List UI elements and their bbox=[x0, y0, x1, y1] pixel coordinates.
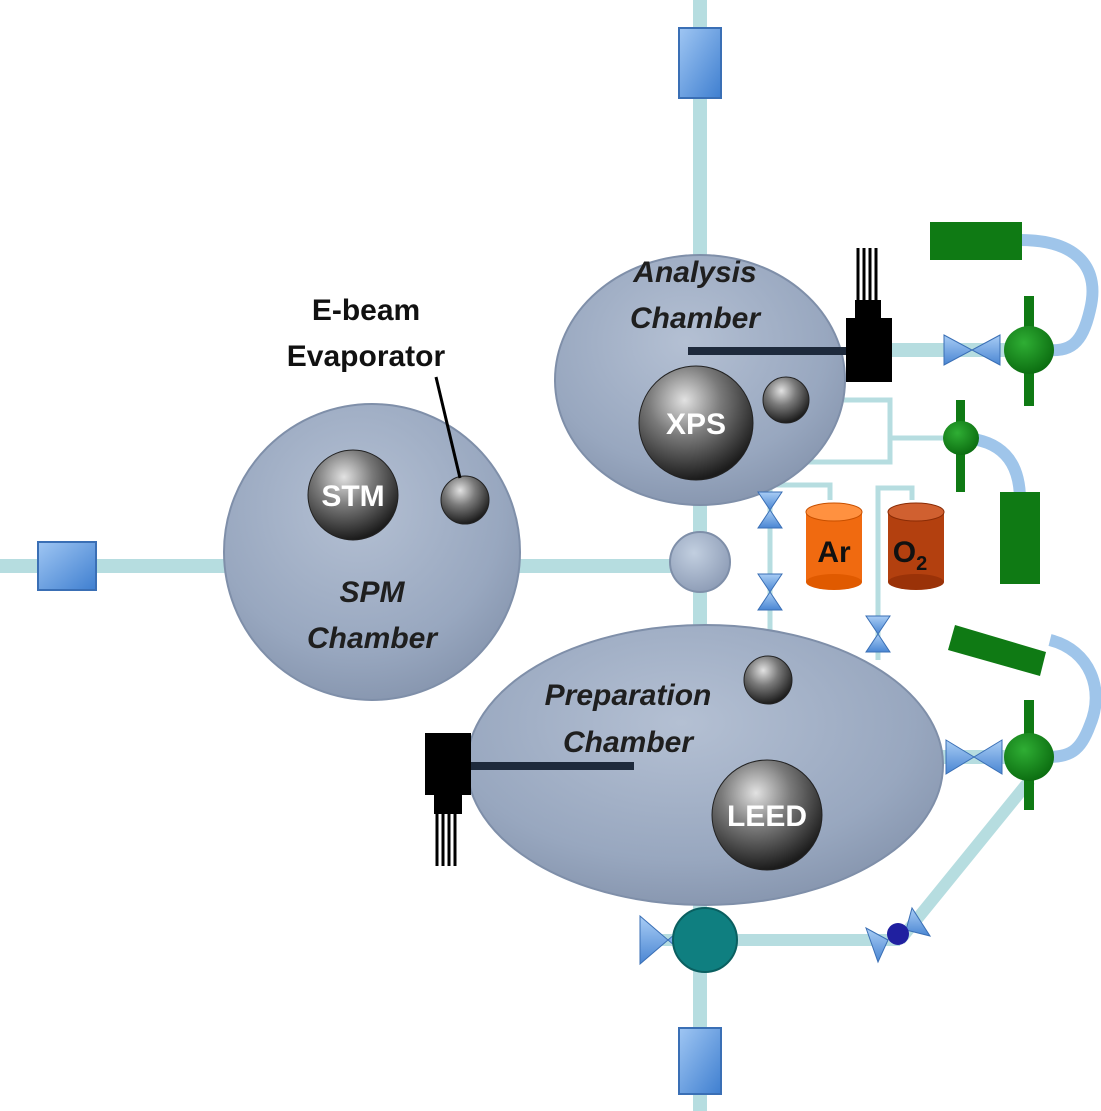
pump-lower-right bbox=[948, 625, 1054, 810]
leed-sphere bbox=[711, 759, 823, 871]
oxygen-cylinder bbox=[887, 502, 945, 590]
oxygen-label-sub: 2 bbox=[916, 553, 927, 575]
stm-sphere bbox=[307, 449, 399, 541]
argon-cylinder bbox=[805, 502, 863, 590]
gas-valve-1[interactable] bbox=[757, 491, 783, 529]
leed-label: LEED bbox=[727, 800, 807, 833]
pump-mid-right bbox=[943, 400, 1040, 584]
evaporator-callout-line bbox=[434, 376, 462, 479]
flange-bottom bbox=[678, 1027, 722, 1095]
analysis-label-line2: Chamber bbox=[630, 302, 762, 335]
valve-bottom-right[interactable] bbox=[865, 906, 932, 964]
analysis-manipulator bbox=[688, 248, 892, 382]
preparation-port-sphere bbox=[743, 655, 793, 705]
oxygen-label-base: O bbox=[893, 536, 916, 569]
callout-label-line2: Evaporator bbox=[287, 340, 446, 373]
spm-label-line1: SPM bbox=[339, 576, 405, 609]
preparation-label-line2: Chamber bbox=[563, 726, 695, 759]
spm-chamber bbox=[223, 403, 521, 701]
valve-preparation-right[interactable] bbox=[945, 739, 1003, 775]
flange-left bbox=[37, 541, 97, 591]
evaporator-sphere bbox=[440, 475, 490, 525]
callout-label-line1: E-beam bbox=[312, 294, 420, 327]
hose-lower-right bbox=[1044, 634, 1101, 763]
gas-valve-3[interactable] bbox=[865, 615, 891, 653]
spm-label-line2: Chamber bbox=[307, 622, 439, 655]
stm-label: STM bbox=[321, 480, 384, 513]
gas-valve-2[interactable] bbox=[757, 573, 783, 611]
analysis-label-line1: Analysis bbox=[632, 256, 756, 289]
valve-analysis-right[interactable] bbox=[943, 334, 1001, 366]
analysis-port-sphere bbox=[762, 376, 810, 424]
hose-top-right bbox=[1019, 234, 1099, 357]
transfer-hub bbox=[669, 531, 731, 593]
pump-top-right bbox=[930, 222, 1054, 406]
preparation-manipulator bbox=[425, 733, 634, 866]
preparation-label-line1: Preparation bbox=[545, 679, 712, 712]
flange-top bbox=[678, 27, 722, 99]
bottom-teal-hub bbox=[672, 907, 738, 973]
xps-sphere bbox=[638, 365, 754, 481]
xps-label: XPS bbox=[666, 408, 726, 441]
oxygen-label: O2 bbox=[893, 536, 927, 575]
argon-label: Ar bbox=[817, 536, 851, 569]
